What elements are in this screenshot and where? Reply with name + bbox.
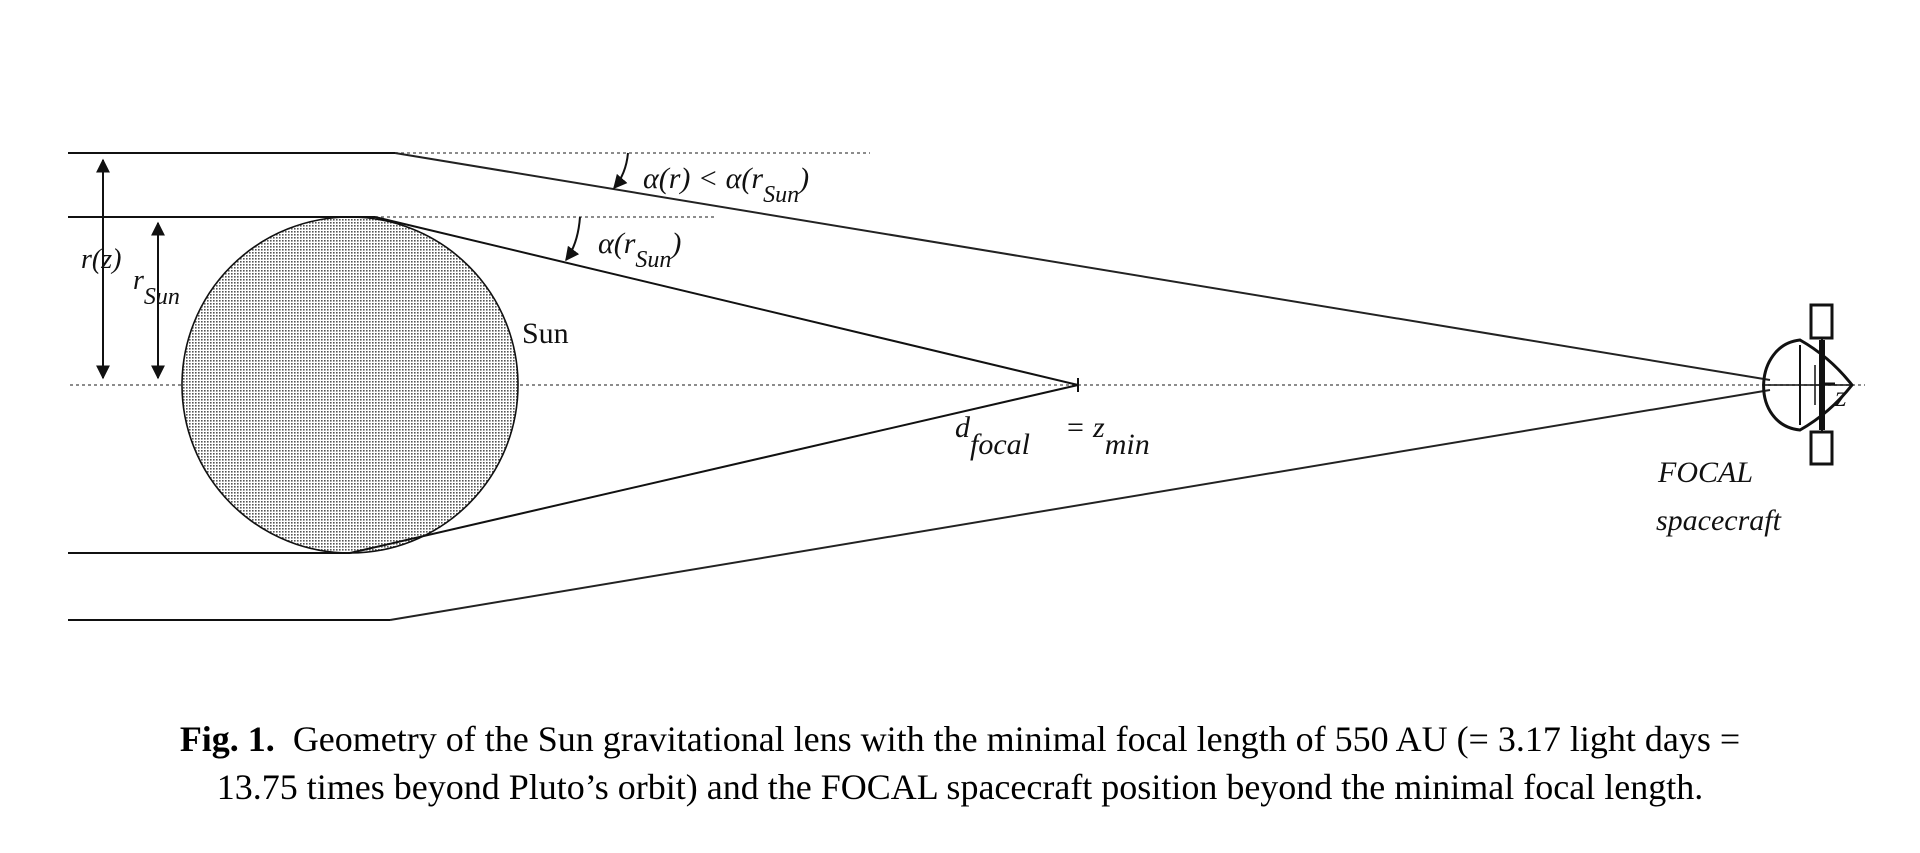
alpha-r-label: α(r) < α(rSun): [643, 162, 809, 208]
caption-line-1: Fig. 1. Geometry of the Sun gravitationa…: [0, 715, 1920, 763]
spacecraft-type-label: spacecraft: [1656, 504, 1782, 537]
ray-sun-bottom-deflected: [349, 384, 1079, 554]
figure-number: Fig. 1.: [179, 719, 275, 759]
ray-outer-top-deflected: [394, 152, 1771, 381]
spacecraft-name-label: FOCAL: [1657, 456, 1753, 489]
caption-line-2: 13.75 times beyond Pluto’s orbit) and th…: [216, 767, 1704, 807]
figure-caption: Fig. 1. Geometry of the Sun gravitationa…: [0, 715, 1920, 811]
z-min-label: zmin: [1092, 411, 1150, 461]
sun-label: Sun: [522, 317, 569, 350]
ray-sun-top-deflected: [374, 216, 1079, 386]
z-axis-label: z: [1834, 380, 1847, 413]
alpha-r-angle-arrow: [613, 152, 629, 190]
caption-text-1: Geometry of the Sun gravitational lens w…: [292, 719, 1741, 759]
alpha-sun-label: α(rSun): [598, 227, 681, 273]
ray-outer-bottom-deflected: [389, 389, 1771, 621]
focal-spacecraft-icon: [1762, 303, 1854, 466]
alpha-sun-angle-arrow: [565, 216, 581, 262]
equals-sign: =: [1067, 411, 1084, 444]
sun-disk: [181, 216, 519, 554]
r-sun-label: rSun: [133, 265, 180, 310]
focal-distance-label: dfocal: [955, 411, 1030, 461]
r-z-label: r(z): [81, 244, 121, 275]
